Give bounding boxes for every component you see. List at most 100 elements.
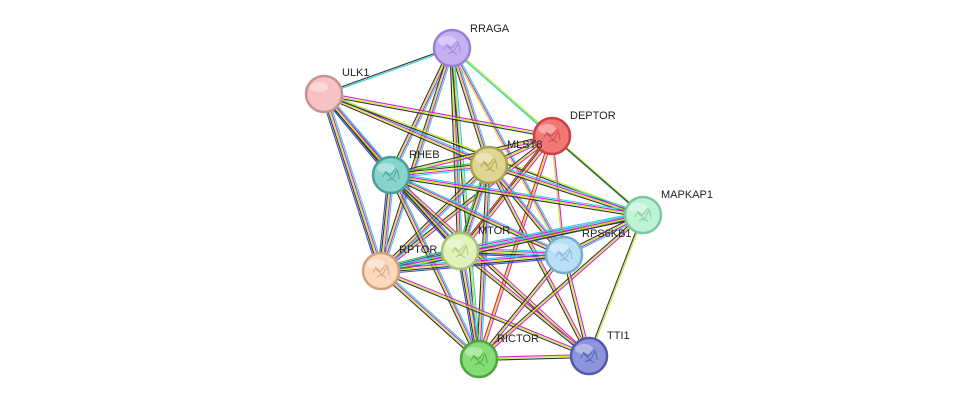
edge-rps6kb1-rictor[interactable]: [477, 253, 566, 361]
edge-evidence-line: [320, 94, 379, 273]
edge-evidence-line: [389, 176, 564, 258]
edge-evidence-line: [488, 165, 643, 217]
node-rheb[interactable]: RHEB: [371, 149, 440, 195]
edge-evidence-line: [450, 48, 489, 166]
edge-layer: [320, 46, 645, 362]
edge-evidence-line: [390, 175, 643, 217]
node-rictor[interactable]: RICTOR: [459, 333, 539, 379]
edge-evidence-line: [380, 270, 590, 357]
edge-evidence-line: [379, 272, 478, 362]
node-label: RPTOR: [399, 244, 437, 256]
edge-rraga-ulk1[interactable]: [323, 46, 453, 96]
edge-evidence-line: [324, 48, 453, 96]
node-highlight: [629, 203, 647, 213]
node-mapkap1[interactable]: MAPKAP1: [623, 189, 713, 235]
edge-ulk1-deptor[interactable]: [323, 91, 553, 139]
edge-evidence-line: [391, 172, 644, 214]
edge-rraga-rps6kb1[interactable]: [450, 47, 566, 256]
edge-mapkap1-rictor[interactable]: [477, 213, 645, 361]
edge-evidence-line: [381, 136, 554, 273]
edge-evidence-line: [380, 213, 643, 271]
edge-evidence-line: [478, 135, 553, 360]
edge-evidence-line: [449, 48, 488, 166]
edge-ulk1-rptor[interactable]: [320, 92, 385, 273]
edge-evidence-line: [381, 165, 490, 272]
node-rptor[interactable]: RPTOR: [361, 244, 437, 291]
edge-evidence-line: [461, 137, 555, 253]
edge-evidence-line: [382, 268, 481, 358]
edge-evidence-line: [380, 135, 553, 272]
edge-rraga-rptor[interactable]: [378, 47, 455, 272]
edge-evidence-line: [551, 135, 644, 216]
protein-structure-icon: [555, 248, 573, 263]
node-ulk1[interactable]: ULK1: [304, 67, 370, 114]
edge-evidence-line: [381, 269, 590, 356]
node-label: RRAGA: [470, 23, 510, 35]
protein-structure-icon: [634, 208, 652, 223]
edge-evidence-line: [477, 135, 552, 359]
edge-evidence-line: [390, 133, 552, 175]
edge-evidence-line: [459, 211, 643, 249]
edge-evidence-line: [478, 254, 565, 360]
node-highlight: [475, 153, 493, 163]
edge-evidence-line: [324, 91, 553, 136]
edge-evidence-line: [380, 212, 643, 270]
edge-evidence-line: [489, 162, 644, 214]
edge-deptor-mapkap1[interactable]: [551, 135, 644, 216]
edge-evidence-line: [589, 215, 645, 357]
node-highlight: [538, 124, 556, 134]
node-mtor[interactable]: MTOR: [440, 225, 510, 271]
edge-evidence-line: [323, 46, 452, 94]
edge-evidence-line: [587, 214, 643, 356]
edge-deptor-rictor[interactable]: [477, 135, 554, 360]
edge-evidence-line: [478, 214, 644, 360]
edge-evidence-line: [477, 213, 643, 359]
edge-evidence-line: [379, 47, 452, 271]
protein-structure-icon: [382, 168, 400, 183]
edge-evidence-line: [380, 271, 479, 361]
node-label: TTI1: [607, 330, 630, 342]
edge-mapkap1-tti1[interactable]: [587, 214, 645, 357]
edge-evidence-line: [452, 47, 566, 255]
node-rraga[interactable]: RRAGA: [432, 23, 510, 68]
node-label: RHEB: [409, 149, 440, 161]
edge-evidence-line: [381, 215, 644, 273]
edge-evidence-line: [390, 135, 553, 176]
edge-evidence-line: [479, 136, 554, 360]
node-mlst8[interactable]: MLST8: [469, 139, 542, 185]
node-label: RICTOR: [497, 333, 539, 345]
edge-evidence-line: [381, 48, 454, 272]
edge-evidence-line: [391, 173, 565, 255]
node-tti1[interactable]: TTI1: [569, 330, 630, 376]
edge-evidence-line: [323, 94, 489, 167]
protein-structure-icon: [543, 129, 561, 144]
node-label: DEPTOR: [570, 110, 616, 122]
edge-evidence-line: [323, 94, 552, 139]
node-highlight: [310, 82, 328, 92]
node-label: MLST8: [507, 139, 542, 151]
node-rps6kb1[interactable]: RPS6KB1: [544, 228, 632, 275]
edge-evidence-line: [477, 253, 564, 359]
edge-evidence-line: [452, 47, 491, 165]
edge-mlst8-mapkap1[interactable]: [488, 162, 644, 218]
edge-rheb-mapkap1[interactable]: [390, 172, 644, 218]
protein-structure-icon: [372, 264, 390, 279]
protein-structure-icon: [480, 158, 498, 173]
node-deptor[interactable]: DEPTOR: [532, 110, 616, 156]
edge-rptor-tti1[interactable]: [380, 269, 590, 358]
edge-evidence-line: [378, 47, 451, 271]
protein-structure-icon: [470, 352, 488, 367]
edge-evidence-line: [390, 176, 643, 218]
edge-evidence-line: [490, 163, 567, 254]
edge-evidence-line: [389, 47, 452, 175]
edge-rptor-rictor[interactable]: [379, 268, 481, 362]
edge-evidence-line: [552, 135, 566, 255]
edge-evidence-line: [391, 173, 644, 215]
edge-evidence-line: [381, 257, 565, 275]
node-label: RPS6KB1: [582, 228, 632, 240]
edge-evidence-line: [326, 92, 385, 271]
edge-evidence-line: [323, 93, 382, 272]
node-highlight: [438, 36, 456, 46]
